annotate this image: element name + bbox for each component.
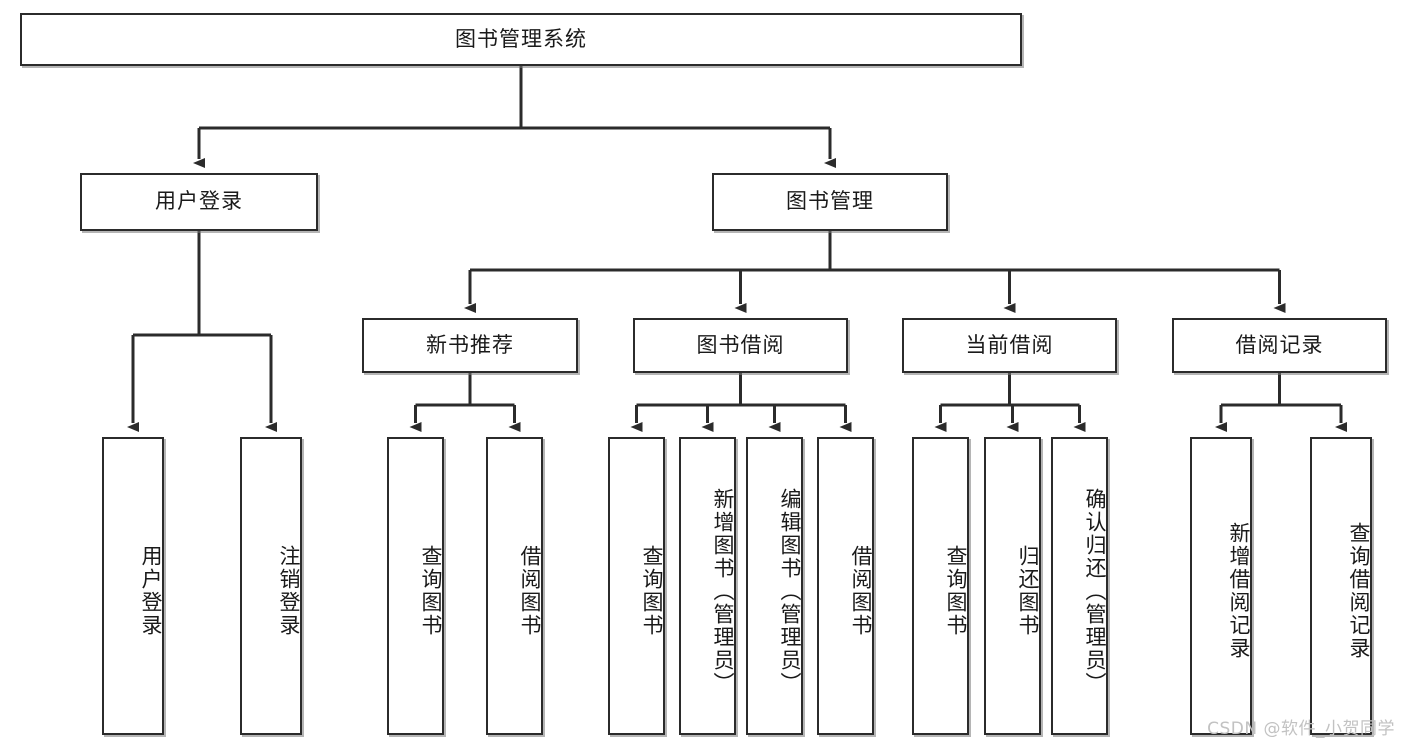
leaf-query-book-3[interactable]: 查询图书 xyxy=(912,437,969,735)
leaf-borrow-book-2[interactable]: 借阅图书 xyxy=(817,437,874,735)
leaf-borrow-book-1[interactable]: 借阅图书 xyxy=(486,437,543,735)
node-borrow-record-label: 借阅记录 xyxy=(1235,332,1324,357)
leaf-edit-book-label: 编辑图书（管理员） xyxy=(778,487,802,695)
watermark: CSDN @软件_小贺同学 xyxy=(1207,719,1395,739)
leaf-add-record[interactable]: 新增借阅记录 xyxy=(1190,437,1252,735)
node-new-book-recommend-label: 新书推荐 xyxy=(426,332,514,357)
leaf-edit-book[interactable]: 编辑图书（管理员） xyxy=(746,437,803,735)
leaf-return-book-label: 归还图书 xyxy=(1016,545,1040,637)
leaf-query-book-1-label: 查询图书 xyxy=(419,545,443,637)
node-borrow-record[interactable]: 借阅记录 xyxy=(1172,318,1387,373)
leaf-return-book[interactable]: 归还图书 xyxy=(984,437,1041,735)
leaf-user-login-label: 用户登录 xyxy=(139,545,163,637)
node-book-borrow-label: 图书借阅 xyxy=(696,332,785,357)
leaf-query-record-label: 查询借阅记录 xyxy=(1347,522,1371,660)
node-current-borrow-label: 当前借阅 xyxy=(965,332,1054,357)
leaf-add-book-label: 新增图书（管理员） xyxy=(711,487,735,695)
node-user-login[interactable]: 用户登录 xyxy=(80,173,318,231)
node-user-login-label: 用户登录 xyxy=(155,189,243,214)
node-root[interactable]: 图书管理系统 xyxy=(20,13,1022,66)
node-new-book-recommend[interactable]: 新书推荐 xyxy=(362,318,578,373)
leaf-add-record-label: 新增借阅记录 xyxy=(1227,522,1251,660)
leaf-query-book-1[interactable]: 查询图书 xyxy=(387,437,444,735)
node-root-label: 图书管理系统 xyxy=(455,26,587,51)
node-current-borrow[interactable]: 当前借阅 xyxy=(902,318,1117,373)
leaf-query-book-2[interactable]: 查询图书 xyxy=(608,437,665,735)
node-book-manage[interactable]: 图书管理 xyxy=(712,173,948,231)
leaf-user-login[interactable]: 用户登录 xyxy=(102,437,164,735)
node-book-manage-label: 图书管理 xyxy=(786,189,874,214)
leaf-borrow-book-1-label: 借阅图书 xyxy=(518,545,542,637)
leaf-query-book-3-label: 查询图书 xyxy=(944,545,968,637)
leaf-confirm-return-label: 确认归还（管理员） xyxy=(1083,487,1107,695)
leaf-logout-label: 注销登录 xyxy=(277,545,301,637)
leaf-query-record[interactable]: 查询借阅记录 xyxy=(1310,437,1372,735)
leaf-confirm-return[interactable]: 确认归还（管理员） xyxy=(1051,437,1108,735)
node-book-borrow[interactable]: 图书借阅 xyxy=(633,318,848,373)
leaf-query-book-2-label: 查询图书 xyxy=(640,545,664,637)
leaf-borrow-book-2-label: 借阅图书 xyxy=(849,545,873,637)
leaf-logout[interactable]: 注销登录 xyxy=(240,437,302,735)
leaf-add-book[interactable]: 新增图书（管理员） xyxy=(679,437,736,735)
